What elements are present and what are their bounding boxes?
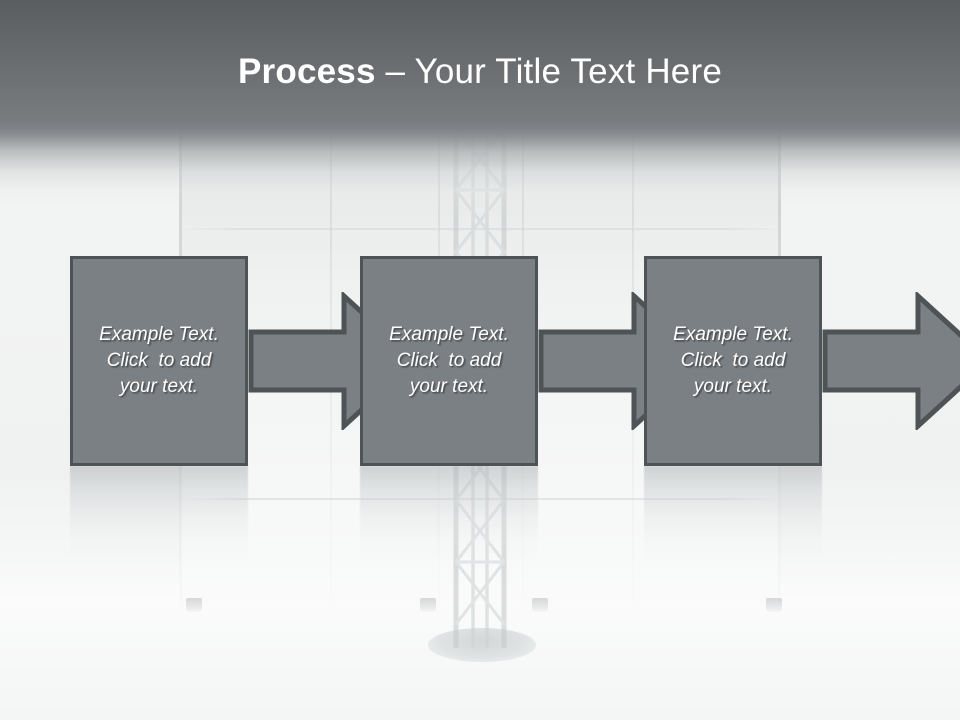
step-text-line3: your text. [409,376,489,397]
page-title-bold: Process [238,52,376,91]
step-text-line1: Example Text. [673,324,793,345]
step-reflection-3 [644,466,822,562]
step-text-3: Example Text. Click to add your text. [644,256,822,466]
step-reflection-2 [360,466,538,562]
truss-base-plate [428,628,536,662]
step-box-2[interactable] [360,256,538,466]
step-text-1: Example Text. Click to add your text. [70,256,248,466]
step-text-line1: Example Text. [99,324,219,345]
step-box-1[interactable] [70,256,248,466]
step-text-line2: Click to add [396,350,502,371]
step-text-line2: Click to add [680,350,786,371]
step-text-line1: Example Text. [389,324,509,345]
panel-foot-2 [420,598,436,612]
arrow-right-icon-3 [822,292,960,430]
step-text-line3: your text. [119,376,199,397]
wall-horizontal-seam-1 [181,228,781,230]
process-step-3[interactable]: Example Text. Click to add your text. [644,256,960,466]
panel-foot-4 [766,598,782,612]
panel-foot-1 [186,598,202,612]
step-text-2: Example Text. Click to add your text. [360,256,538,466]
step-box-3[interactable] [644,256,822,466]
page-title: Process – Your Title Text Here [0,50,960,94]
step-text-line2: Click to add [106,350,212,371]
step-reflection-1 [70,466,248,562]
page-title-rest: – Your Title Text Here [375,52,722,91]
header-band-gradient [0,0,960,210]
panel-foot-3 [532,598,548,612]
step-text-line3: your text. [693,376,773,397]
